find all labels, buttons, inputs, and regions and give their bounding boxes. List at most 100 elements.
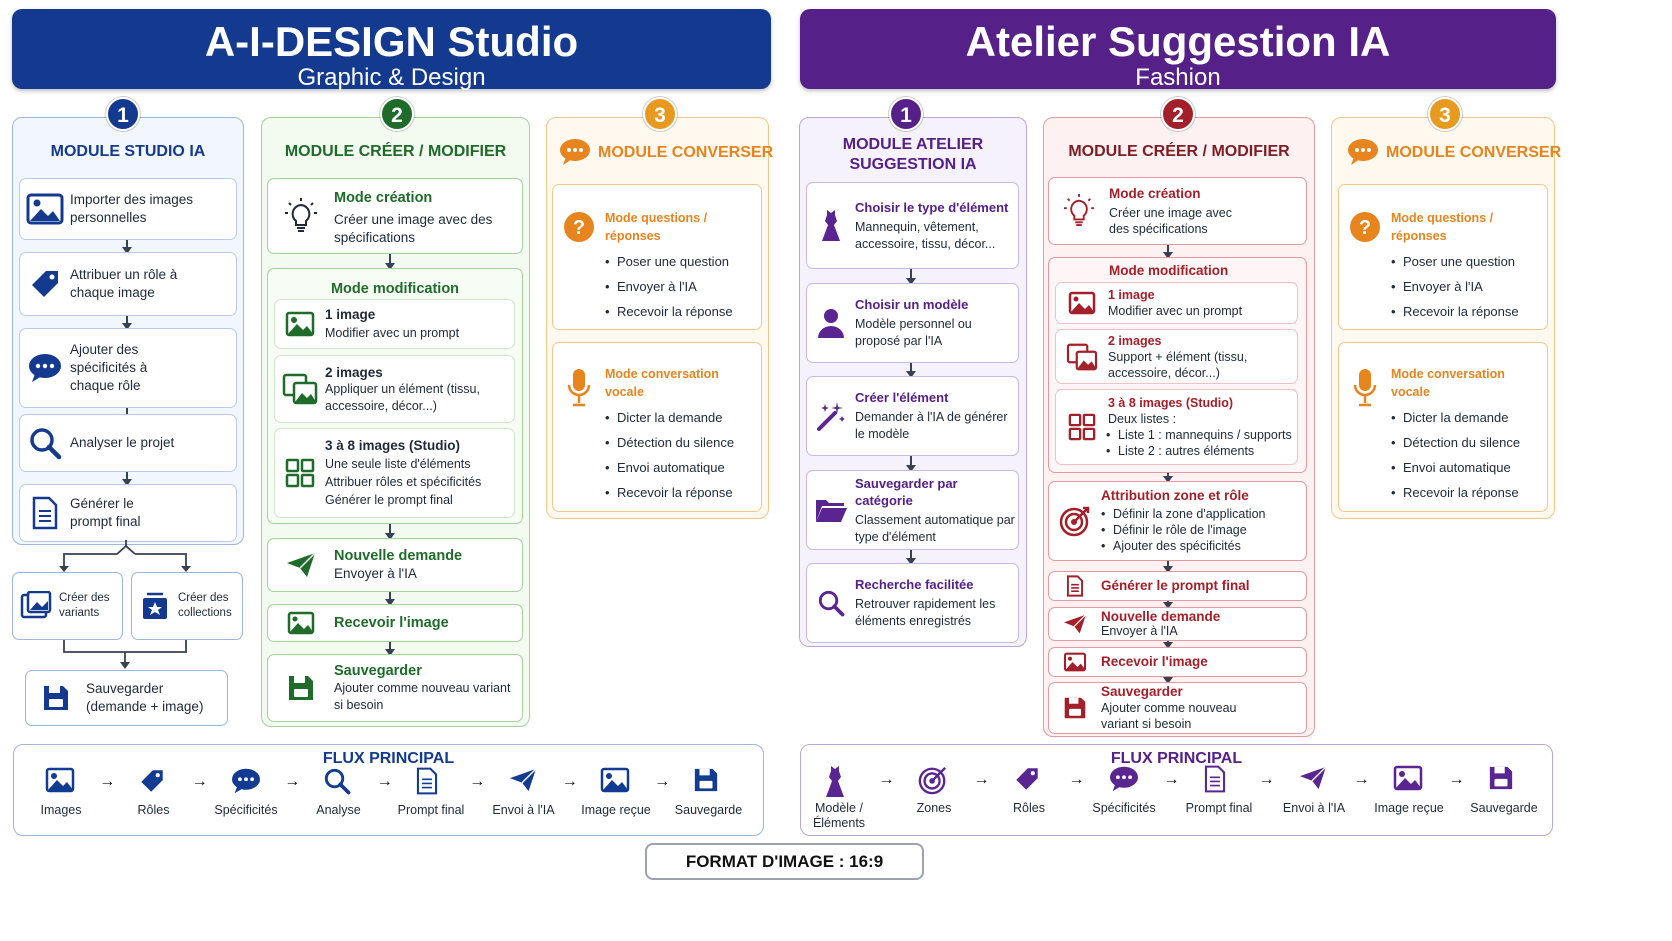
lists-list: Liste 1 : mannequins / supportsListe 2 :… bbox=[1106, 427, 1292, 459]
flow-step-label: Image reçue bbox=[581, 803, 651, 817]
send-plane-icon bbox=[268, 551, 334, 579]
flow-arrow: → bbox=[191, 773, 208, 790]
receive-image-card[interactable]: Recevoir l'image bbox=[1048, 647, 1307, 677]
flow-arrow bbox=[385, 254, 395, 270]
flow-arrow bbox=[1163, 245, 1173, 259]
creation-text: Créer une image avec des spécifications bbox=[1109, 205, 1232, 236]
module-title: MODULE CONVERSER bbox=[1386, 144, 1562, 161]
generate-prompt-card[interactable]: Générer le prompt final bbox=[1048, 571, 1307, 601]
lightbulb-icon bbox=[1049, 193, 1109, 229]
step-assign-role[interactable]: Attribuer un rôle à chaque image bbox=[19, 252, 237, 316]
create-collections-button[interactable]: Créer des collections bbox=[131, 572, 243, 640]
images-icon bbox=[275, 373, 325, 405]
step-import-images[interactable]: Importer des images personnelles bbox=[19, 178, 237, 240]
tag-icon bbox=[138, 767, 166, 800]
create-variants-button[interactable]: Créer des variants bbox=[12, 572, 123, 640]
save-text: Ajouter comme nouveau variant si besoin bbox=[334, 680, 511, 712]
flow-arrow: → bbox=[973, 771, 990, 788]
list-item: Recevoir la réponse bbox=[1391, 480, 1547, 505]
creation-title: Mode création bbox=[334, 190, 433, 206]
studio-header: A-I-DESIGN Studio Graphic & Design bbox=[12, 9, 771, 91]
atelier-header: Atelier Suggestion IA Fashion bbox=[800, 9, 1556, 91]
studio-main-flow bbox=[13, 744, 764, 836]
floppy-save-icon bbox=[1049, 696, 1101, 720]
step-analyze-project[interactable]: Analyser le projet bbox=[19, 414, 237, 472]
grid-icon bbox=[275, 458, 325, 488]
microphone-icon bbox=[553, 365, 605, 409]
floppy-save-icon bbox=[1488, 765, 1514, 796]
modif-text: Appliquer un élément (tissu, accessoire,… bbox=[325, 381, 480, 413]
list-item: Poser une question bbox=[1391, 249, 1547, 274]
step-generate-prompt[interactable]: Générer le prompt final bbox=[19, 484, 237, 542]
flow-step-label: Rôles bbox=[137, 803, 170, 817]
qa-mode-card[interactable]: ?Mode questions / réponsesPoser une ques… bbox=[1338, 184, 1548, 330]
voice-mode-card[interactable]: Mode conversation vocaleDicter la demand… bbox=[1338, 342, 1548, 512]
zone-desc: Attribution zone et rôleDéfinir la zone … bbox=[1101, 488, 1265, 554]
step-number-badge: 2 bbox=[1161, 97, 1195, 131]
modif-3-8-images[interactable]: 3 à 8 images (Studio) Deux listes :Liste … bbox=[1055, 389, 1298, 465]
qa-title: Mode questions / réponses bbox=[1391, 211, 1494, 243]
send-plane-icon bbox=[508, 767, 538, 798]
send-text: Envoyer à l'IA bbox=[334, 566, 417, 581]
modif-desc: 3 à 8 images (Studio) Deux listes :Liste … bbox=[1106, 395, 1292, 459]
flow-step-label: Envoi à l'IA bbox=[492, 803, 555, 817]
document-icon bbox=[415, 767, 439, 800]
list-item: Détection du silence bbox=[605, 430, 761, 455]
prompt-label: Générer le prompt final bbox=[1101, 578, 1250, 593]
save-title: Sauvegarder bbox=[334, 662, 422, 679]
zone-role-card[interactable]: Attribution zone et rôleDéfinir la zone … bbox=[1048, 481, 1307, 561]
save-request-image-button[interactable]: Sauvegarder (demande + image) bbox=[25, 670, 228, 726]
modif-title: 3 à 8 images (Studio) bbox=[1108, 396, 1234, 410]
flow-arrow: → bbox=[1258, 771, 1275, 788]
step-title: Choisir un modèle bbox=[855, 297, 969, 312]
atelier-subtitle: Fashion bbox=[1135, 64, 1221, 91]
chat-bubble-icon bbox=[230, 767, 262, 800]
save-label: Sauvegarder (demande + image) bbox=[86, 681, 204, 714]
send-title: Nouvelle demande bbox=[1101, 609, 1221, 624]
chat-bubble-icon bbox=[1108, 765, 1140, 798]
step-add-specificities[interactable]: Ajouter des spécificités à chaque rôle bbox=[19, 328, 237, 408]
step-text: Modèle personnel ou proposé par l'IA bbox=[855, 317, 972, 348]
list-item: Envoyer à l'IA bbox=[1391, 274, 1547, 299]
receive-image-card[interactable]: Recevoir l'image bbox=[267, 604, 523, 642]
voice-mode-card[interactable]: Mode conversation vocaleDicter la demand… bbox=[552, 342, 762, 512]
modif-text: Modifier avec un prompt bbox=[1108, 304, 1243, 318]
modif-3-8-images[interactable]: 3 à 8 images (Studio)Une seule liste d'é… bbox=[274, 428, 515, 518]
list-item: Définir le rôle de l'image bbox=[1101, 522, 1265, 538]
modif-text: Deux listes : bbox=[1108, 412, 1177, 426]
dress-icon bbox=[807, 209, 855, 243]
module-title: MODULE STUDIO IA bbox=[50, 143, 206, 160]
user-icon bbox=[807, 307, 855, 339]
list-item: Recevoir la réponse bbox=[605, 299, 761, 324]
modif-text: Modifier avec un prompt bbox=[325, 326, 460, 340]
flow-arrow bbox=[122, 472, 132, 486]
send-text: Envoyer à l'IA bbox=[1101, 624, 1178, 638]
step-title: Choisir le type d'élément bbox=[855, 199, 1009, 215]
qa-mode-card[interactable]: ?Mode questions / réponsesPoser une ques… bbox=[552, 184, 762, 330]
flow-step-label: Spécificités bbox=[214, 803, 278, 817]
voice-title: Mode conversation vocale bbox=[1391, 367, 1505, 399]
zone-title: Attribution zone et rôle bbox=[1101, 488, 1249, 503]
flow-step-label: Images bbox=[40, 803, 82, 817]
